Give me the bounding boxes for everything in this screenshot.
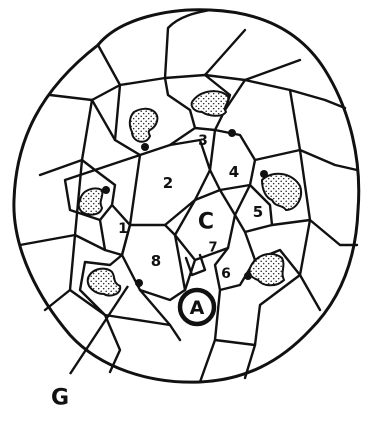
label-g: G	[51, 386, 69, 411]
label-cell-1: 1	[118, 221, 128, 237]
label-cell-6: 6	[221, 266, 231, 282]
label-cell-a: A	[190, 297, 205, 319]
label-cell-8: 8	[151, 252, 161, 270]
label-cell-7: 7	[208, 241, 217, 256]
label-central-cell-c: C	[198, 210, 214, 235]
label-cell-5: 5	[253, 203, 263, 221]
label-cell-3: 3	[198, 133, 208, 149]
label-cell-2: 2	[163, 174, 173, 192]
label-cell-4: 4	[229, 163, 239, 181]
